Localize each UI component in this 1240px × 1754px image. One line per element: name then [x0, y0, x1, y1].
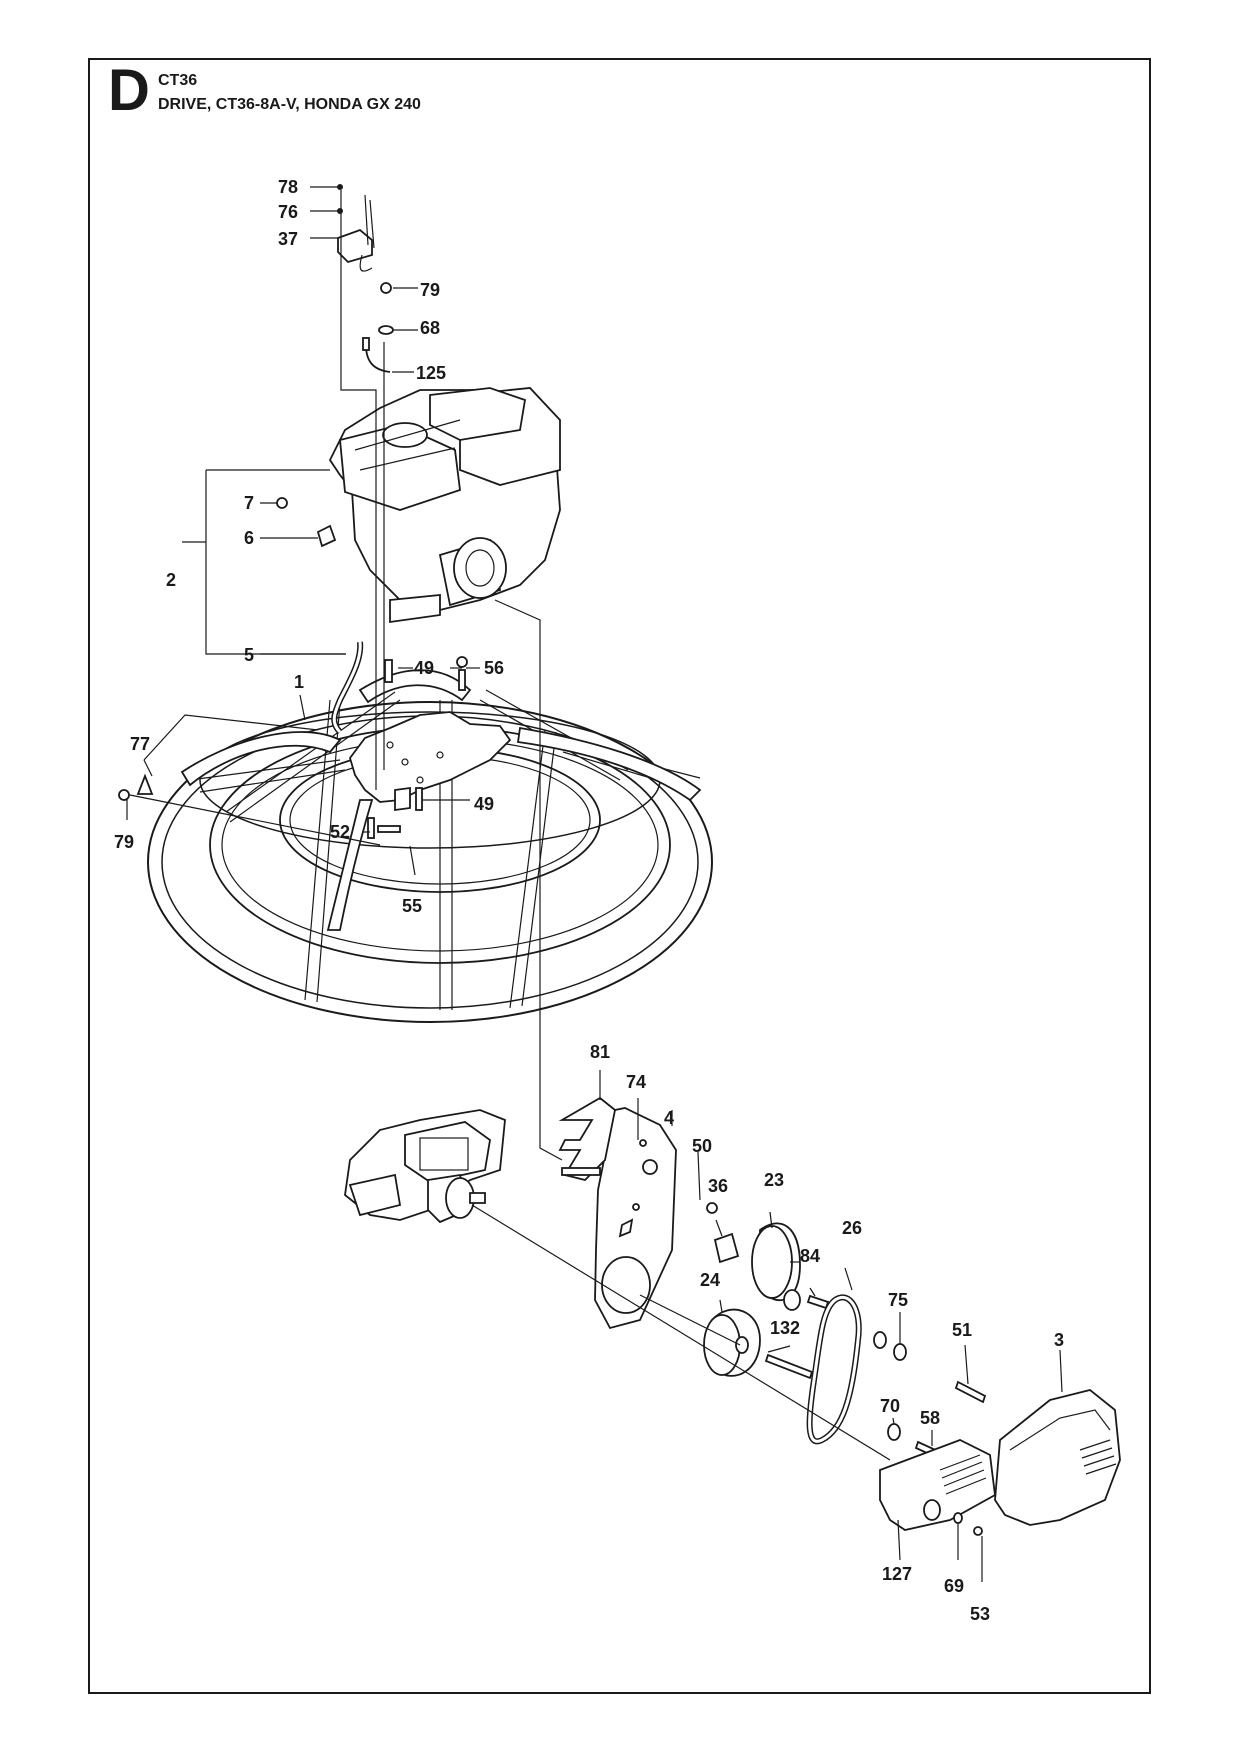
callout-76: 76 [278, 202, 298, 222]
kill-switch-assembly [337, 184, 375, 272]
callout-51: 51 [952, 1320, 972, 1340]
v-belt [806, 1294, 862, 1445]
callout-49-top: 49 [414, 658, 434, 678]
callout-69: 69 [944, 1576, 964, 1596]
callout-37: 37 [278, 229, 298, 249]
callout-36: 36 [708, 1176, 728, 1196]
callout-24: 24 [700, 1270, 720, 1290]
callout-52: 52 [330, 822, 350, 842]
top-cover [994, 1389, 1121, 1526]
bracket-81 [558, 1096, 647, 1181]
callout-75: 75 [888, 1290, 908, 1310]
callout-74: 74 [626, 1072, 646, 1092]
callout-53: 53 [970, 1604, 990, 1624]
callout-55: 55 [402, 896, 422, 916]
gearbox [344, 1109, 506, 1224]
callout-77: 77 [130, 734, 150, 754]
mounting-plate [594, 1107, 677, 1330]
callout-125: 125 [416, 363, 446, 383]
engine-honda-gx240 [328, 387, 561, 624]
drive-pulleys [703, 1202, 830, 1380]
drawing-frame [88, 58, 1151, 1694]
callout-58: 58 [920, 1408, 940, 1428]
callout-56: 56 [484, 658, 504, 678]
section-letter: D [108, 58, 150, 123]
callout-81: 81 [590, 1042, 610, 1062]
callout-labels: 78 76 37 79 68 125 7 6 2 5 49 56 1 77 79… [114, 177, 1064, 1624]
callout-6: 6 [244, 528, 254, 548]
section-title: DRIVE, CT36-8A-V, HONDA GX 240 [158, 96, 421, 113]
trowel-ring-assembly [147, 669, 713, 1023]
callout-70: 70 [880, 1396, 900, 1416]
throttle-cable-parts [362, 282, 394, 373]
lower-fasteners [118, 773, 423, 839]
callout-79-top: 79 [420, 280, 440, 300]
callout-127: 127 [882, 1564, 912, 1584]
belt-tensioner-fasteners [873, 1331, 987, 1460]
callout-4: 4 [664, 1108, 674, 1128]
model-code: CT36 [158, 72, 198, 89]
engine-small-parts [276, 497, 468, 735]
callout-1: 1 [294, 672, 304, 692]
leader-lines [126, 186, 1063, 1582]
callout-84: 84 [800, 1246, 820, 1266]
callout-7: 7 [244, 493, 254, 513]
callout-23: 23 [764, 1170, 784, 1190]
callout-78: 78 [278, 177, 298, 197]
callout-3: 3 [1054, 1330, 1064, 1350]
callout-49-bottom: 49 [474, 794, 494, 814]
callout-132: 132 [770, 1318, 800, 1338]
callout-2: 2 [166, 570, 176, 590]
callout-50: 50 [692, 1136, 712, 1156]
belt-guard [879, 1439, 996, 1536]
callout-5: 5 [244, 645, 254, 665]
callout-68: 68 [420, 318, 440, 338]
callout-79-bottom: 79 [114, 832, 134, 852]
callout-26: 26 [842, 1218, 862, 1238]
